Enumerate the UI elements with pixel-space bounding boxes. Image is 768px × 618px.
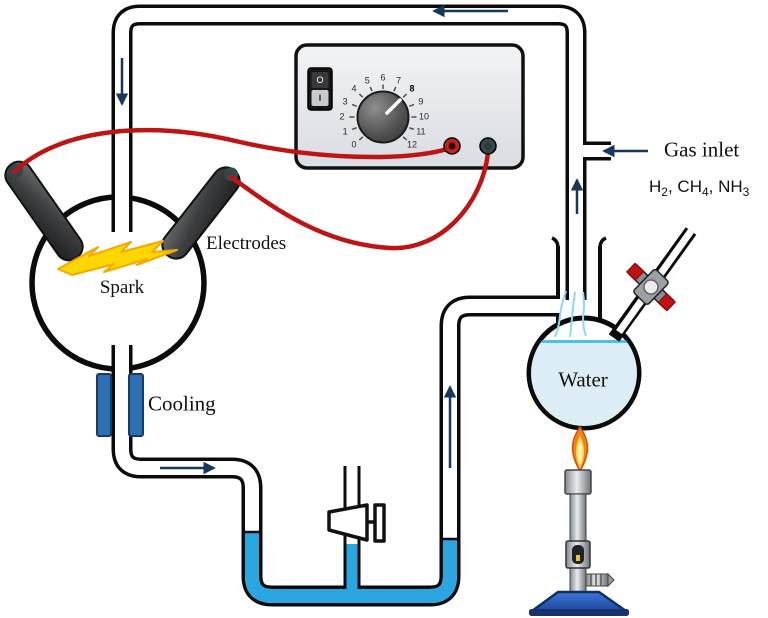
- dial-tick-marks: [349, 84, 417, 141]
- voltage-knob[interactable]: [356, 90, 410, 144]
- switch-on-symbol: I: [319, 93, 322, 103]
- bunsen-burner: [529, 425, 629, 616]
- power-supply-box: O I: [294, 43, 525, 170]
- dial-number-5: 5: [364, 75, 370, 86]
- burner-base-foot: [529, 609, 629, 616]
- trap-liquid: [245, 533, 457, 603]
- wire-right-electrode: [228, 150, 491, 251]
- electrode-wires: [11, 127, 491, 251]
- gas-formula-label: H2, CH4, NH3: [649, 177, 750, 199]
- gas-inlet-label: Gas inlet: [664, 137, 740, 162]
- cooling-jacket: [96, 373, 144, 437]
- knob-pointer: [385, 98, 402, 115]
- electrodes-label: Electrodes: [206, 233, 287, 254]
- dial-number-10: 10: [418, 111, 430, 122]
- burner-top-collar: [564, 469, 592, 495]
- dial-number-11: 11: [416, 126, 426, 137]
- stopcock-handle-tip-b: [657, 293, 677, 312]
- terminal-black[interactable]: [479, 137, 497, 155]
- dial-number-2: 2: [339, 111, 345, 122]
- spark-label: Spark: [99, 277, 145, 298]
- dial-number-3: 3: [342, 96, 348, 107]
- dial-number-1: 1: [342, 126, 348, 137]
- dial-number-0: 0: [351, 139, 357, 150]
- terminal-red[interactable]: [443, 137, 461, 155]
- stopcock-handle-tip-a: [625, 262, 645, 281]
- switch-off-button[interactable]: [311, 72, 329, 88]
- stopcock-plug: [643, 279, 659, 295]
- water-label: Water: [558, 367, 608, 392]
- dial-number-7: 7: [396, 75, 402, 86]
- power-switch[interactable]: O I: [307, 67, 333, 111]
- flame-inner: [575, 435, 585, 469]
- spark-bolt: [57, 240, 178, 276]
- water-flask-stopcock[interactable]: [620, 256, 683, 318]
- dial-number-4: 4: [351, 83, 357, 94]
- switch-on-button[interactable]: [311, 90, 329, 106]
- trap-drain-stopcock[interactable]: [327, 503, 386, 543]
- dial-number-9: 9: [418, 96, 424, 107]
- switch-off-symbol: O: [316, 75, 323, 85]
- air-regulator-lever: [576, 555, 580, 561]
- wire-left-electrode: [11, 127, 454, 175]
- vapor-lines: [554, 290, 587, 338]
- flow-arrows: [115, 4, 648, 475]
- dial-number-12: 12: [406, 139, 417, 150]
- dial-number-6: 6: [380, 72, 386, 83]
- burner-gas-barb: [585, 572, 615, 588]
- cooling-label: Cooling: [148, 391, 216, 416]
- water-volume: [531, 340, 637, 426]
- trap-stopcock-handle[interactable]: [373, 503, 386, 543]
- air-regulator-window: [572, 545, 584, 564]
- dial-number-8: 8: [409, 83, 415, 94]
- burner-base: [530, 590, 628, 613]
